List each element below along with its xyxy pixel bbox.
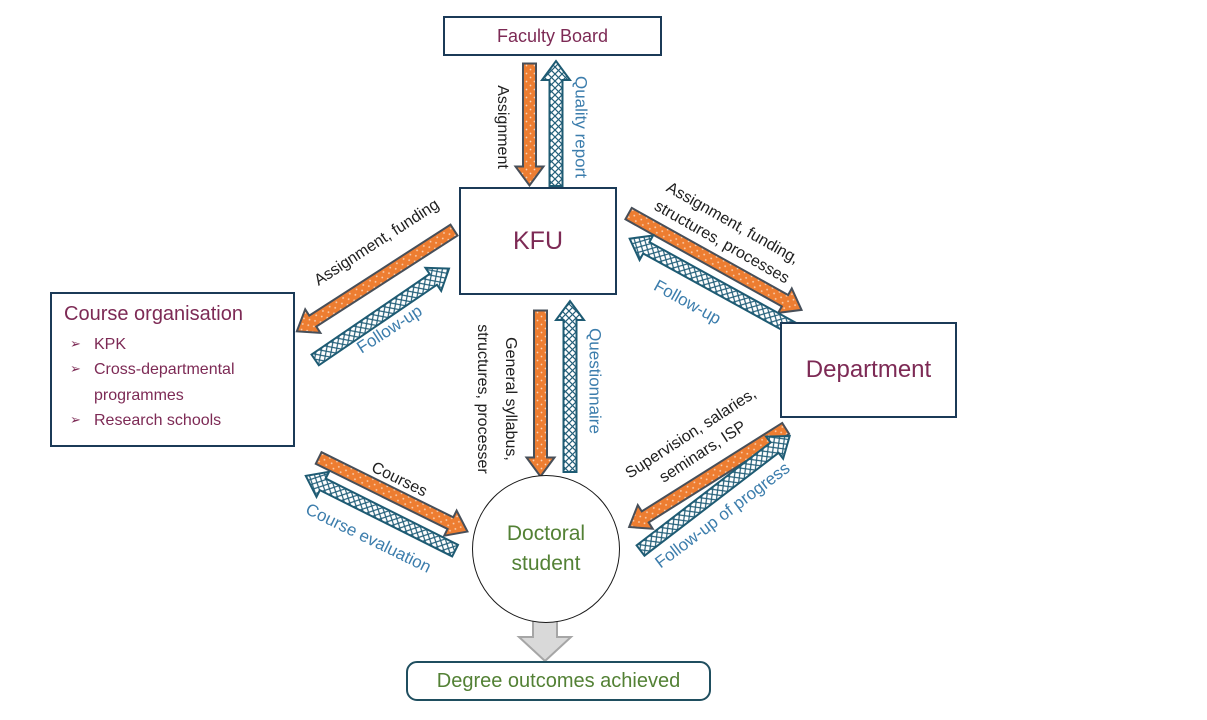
bullet-arrow-icon: ➢ [70,411,81,427]
arrow-questionnaire-icon [554,299,586,473]
degree-outcomes-label: Degree outcomes achieved [436,669,681,692]
faculty-board-label: Faculty Board [496,25,609,46]
arrow-quality-report-up-icon [540,59,572,187]
arrow-assignment-down-icon [513,62,545,187]
course-organisation-title: Course organisation [64,303,243,325]
arrow-supervision-icon [627,421,791,530]
faculty-board-box: Faculty Board [443,16,662,56]
arrow-assignment-structures-icon [623,206,803,314]
doctoral-student-label: Doctoral student [506,521,586,575]
label-questionnaire: Questionnaire [585,328,605,434]
arrow-assignment-funding-icon [294,222,459,334]
arrow-course-evaluation-icon [304,470,460,558]
bullet-text-cross-departmental: Cross-departmental programmes [94,361,235,404]
doctoral-student-circle: Doctoral student [472,475,620,623]
bullet-arrow-icon: ➢ [70,361,81,377]
arrow-follow-up-department-icon [627,234,800,337]
arrow-follow-up-progress-icon [634,434,791,557]
arrow-follow-up-course-org-icon [310,266,451,367]
list-item: ➢ Research schools [64,408,283,433]
degree-outcomes-box: Degree outcomes achieved [406,661,711,701]
bullet-text-kpk: KPK [94,336,127,353]
kfu-box: KFU [459,187,617,295]
arrow-degree-outcome-icon [516,617,574,663]
label-assignment: Assignment [493,85,511,169]
kfu-label: KFU [513,226,563,255]
list-item: ➢ Cross-departmental programmes [64,357,283,408]
bullet-text-research-schools: Research schools [94,411,222,429]
arrow-courses-icon [313,450,469,538]
department-box: Department [780,322,957,418]
list-item: ➢ KPK [64,332,283,357]
bullet-arrow-icon: ➢ [70,336,81,351]
department-label: Department [805,356,932,383]
label-general-syllabus: General syllabus, structures, processer [474,324,519,474]
label-quality-report: Quality report [571,75,591,179]
arrow-general-syllabus-icon [524,309,556,478]
course-organisation-box: Course organisation ➢ KPK ➢ Cross-depart… [50,292,295,447]
